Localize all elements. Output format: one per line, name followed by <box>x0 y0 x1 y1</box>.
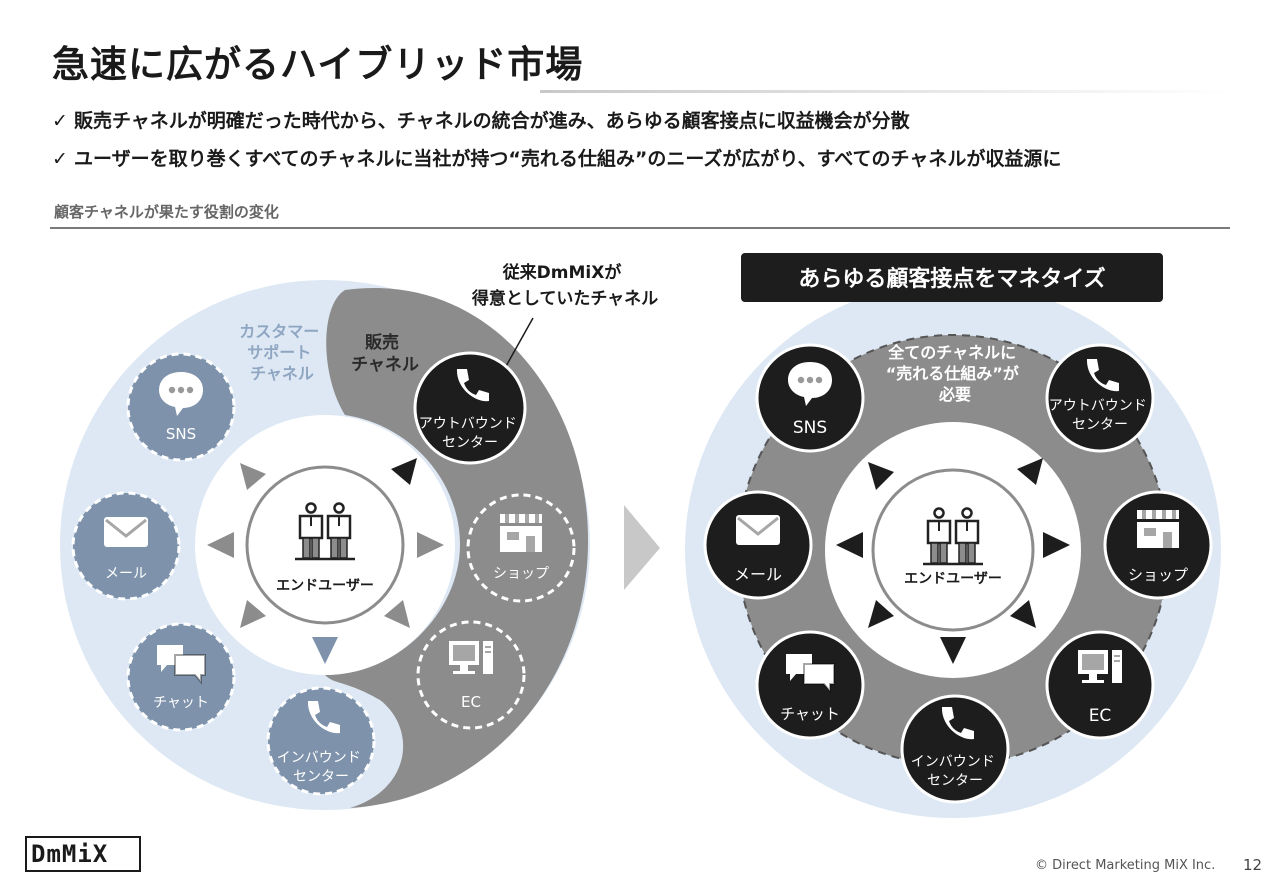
svg-text:インバウンド センター: インバウンド センター <box>911 754 999 789</box>
company-logo: DmMiX <box>25 836 141 872</box>
monetize-banner <box>741 253 1163 302</box>
transition-arrow-icon <box>624 505 660 590</box>
callout-line <box>504 317 534 369</box>
right-channel-chat: チャット <box>755 630 865 740</box>
section-heading: 顧客チャネルが果たす役割の変化 <box>54 203 279 221</box>
check-icon: ✓ <box>52 110 68 132</box>
svg-text:ショップ: ショップ <box>1128 566 1188 584</box>
left-channel-sns: SNS <box>126 352 236 462</box>
right-channel-shop: ショップ <box>1103 490 1213 600</box>
arrow-lower-right-icon <box>384 600 410 628</box>
title-divider <box>540 90 1230 93</box>
copyright-text: © Direct Marketing MiX Inc. <box>1035 858 1216 873</box>
svg-text:SNS: SNS <box>166 425 196 443</box>
svg-text:アウトバウンド センター: アウトバウンド センター <box>419 416 521 451</box>
right-center-label: エンドユーザー <box>904 571 1002 587</box>
right-channel-sns: SNS <box>755 343 865 453</box>
left-channel-outbound: アウトバウンド センター <box>413 351 527 465</box>
left-channel-mail: メール <box>71 491 181 601</box>
svg-text:SNS: SNS <box>793 418 827 438</box>
left-center-label: エンドユーザー <box>276 578 374 594</box>
right-center-circle <box>871 468 1035 632</box>
sales-channel-label: 販売 チャネル <box>351 332 419 375</box>
bullet-1: ✓ 販売チャネルが明確だった時代から、チャネルの統合が進み、あらゆる顧客接点に収益… <box>52 106 910 133</box>
arrow-upper-right-icon <box>391 458 417 485</box>
right-channel-outbound: アウトバウンド センター <box>1045 343 1155 453</box>
arrow-down-icon <box>940 637 966 664</box>
arrow-lower-left-icon <box>240 600 266 628</box>
page-title: 急速に広がるハイブリッド市場 <box>52 43 584 86</box>
svg-text:インバウンド センター: インバウンド センター <box>277 750 365 785</box>
needs-label: 全てのチャネルに “売れる仕組み”が 必要 <box>886 343 1025 404</box>
svg-text:アウトバウンド センター: アウトバウンド センター <box>1049 398 1151 433</box>
left-channel-chat: チャット <box>126 622 236 732</box>
arrow-right-icon <box>1043 532 1070 558</box>
callout-label: 従来DmMiXが 得意としていたチャネル <box>471 262 658 309</box>
right-arrows <box>836 458 1070 664</box>
left-arrows <box>207 458 444 664</box>
svg-text:EC: EC <box>1089 706 1112 726</box>
left-diagram: エンドユーザー カスタマー サポート チャネル 販売 チャネル 従来DmMiXが… <box>60 262 658 810</box>
check-icon: ✓ <box>52 148 68 170</box>
arrow-down-icon <box>312 637 338 664</box>
monetize-banner-label: あらゆる顧客接点をマネタイズ <box>798 266 1105 292</box>
arrow-lower-right-icon <box>1010 600 1036 628</box>
left-center-circle <box>245 465 405 625</box>
svg-text:メール: メール <box>734 565 782 584</box>
arrow-left-icon <box>207 532 234 558</box>
svg-text:チャット: チャット <box>153 695 209 711</box>
left-channel-inbound: インバウンド センター <box>266 686 376 796</box>
support-channel-label: カスタマー サポート チャネル <box>239 322 325 383</box>
svg-text:メール: メール <box>105 566 147 582</box>
mail-icon <box>734 513 782 547</box>
bullet-2-text: ユーザーを取り巻くすべてのチャネルに当社が持つ“売れる仕組み”のニーズが広がり、… <box>74 148 1062 170</box>
svg-text:EC: EC <box>461 693 481 711</box>
arrow-right-icon <box>417 532 444 558</box>
shop-icon <box>500 514 542 552</box>
arrow-lower-left-icon <box>868 600 894 628</box>
bullet-2: ✓ ユーザーを取り巻くすべてのチャネルに当社が持つ“売れる仕組み”のニーズが広がり… <box>52 144 1061 171</box>
left-channel-shop: ショップ <box>466 493 576 603</box>
right-channel-ec: EC <box>1045 630 1155 740</box>
bullet-1-text: 販売チャネルが明確だった時代から、チャネルの統合が進み、あらゆる顧客接点に収益機… <box>74 110 910 132</box>
shop-icon <box>1137 510 1179 548</box>
arrow-upper-left-icon <box>240 463 266 490</box>
right-channel-inbound: インバウンド センター <box>900 694 1010 804</box>
mail-icon <box>102 515 150 549</box>
arrow-left-icon <box>836 532 863 558</box>
svg-text:チャット: チャット <box>780 705 840 723</box>
page-number: 12 <box>1243 856 1263 874</box>
right-diagram: エンドユーザー 全てのチャネルに “売れる仕組み”が 必要 SNS メール <box>685 253 1221 818</box>
left-channel-ec: EC <box>416 620 526 730</box>
right-channel-mail: メール <box>703 490 813 600</box>
arrow-upper-left-icon <box>868 462 894 490</box>
svg-text:ショップ: ショップ <box>493 566 549 582</box>
arrow-upper-right-icon <box>1017 458 1043 485</box>
section-divider <box>50 227 1230 229</box>
